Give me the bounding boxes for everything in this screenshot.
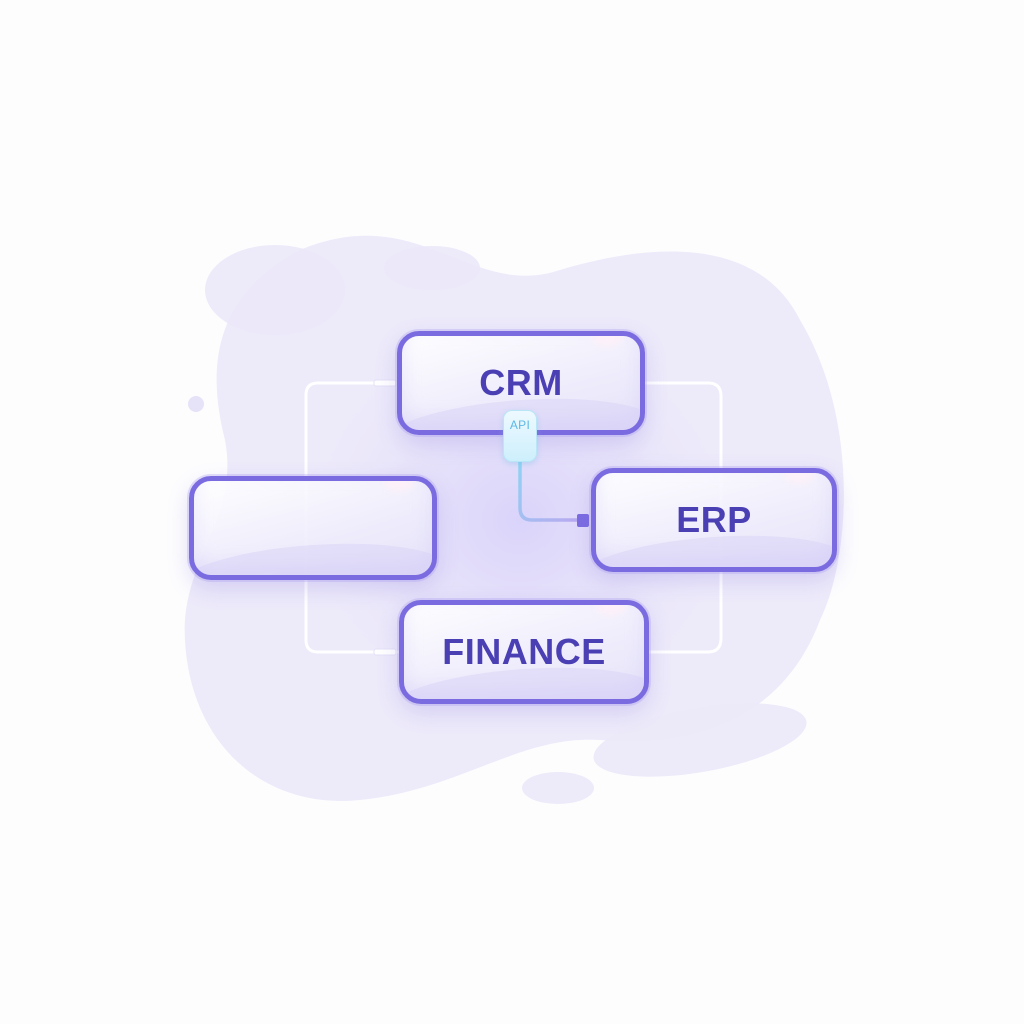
background-blob-small xyxy=(384,246,480,290)
blank-node[interactable] xyxy=(189,476,437,580)
connector-plug xyxy=(373,648,397,656)
background-dot xyxy=(188,396,204,412)
erp-connection-port xyxy=(577,514,589,527)
connector-plug xyxy=(373,379,397,387)
erp-node-label: ERP xyxy=(676,499,752,540)
erp-node[interactable]: ERP xyxy=(591,468,837,572)
background-blob-small xyxy=(593,703,807,777)
crm-node-label: CRM xyxy=(479,362,563,403)
connector-api-line xyxy=(518,462,580,522)
api-badge-label: API xyxy=(509,418,531,432)
background-blob-small xyxy=(522,772,594,804)
api-connector-badge[interactable]: API xyxy=(503,410,537,462)
finance-node-label: FINANCE xyxy=(442,631,606,672)
background-blob-small xyxy=(205,245,345,335)
finance-node[interactable]: FINANCE xyxy=(399,600,649,704)
